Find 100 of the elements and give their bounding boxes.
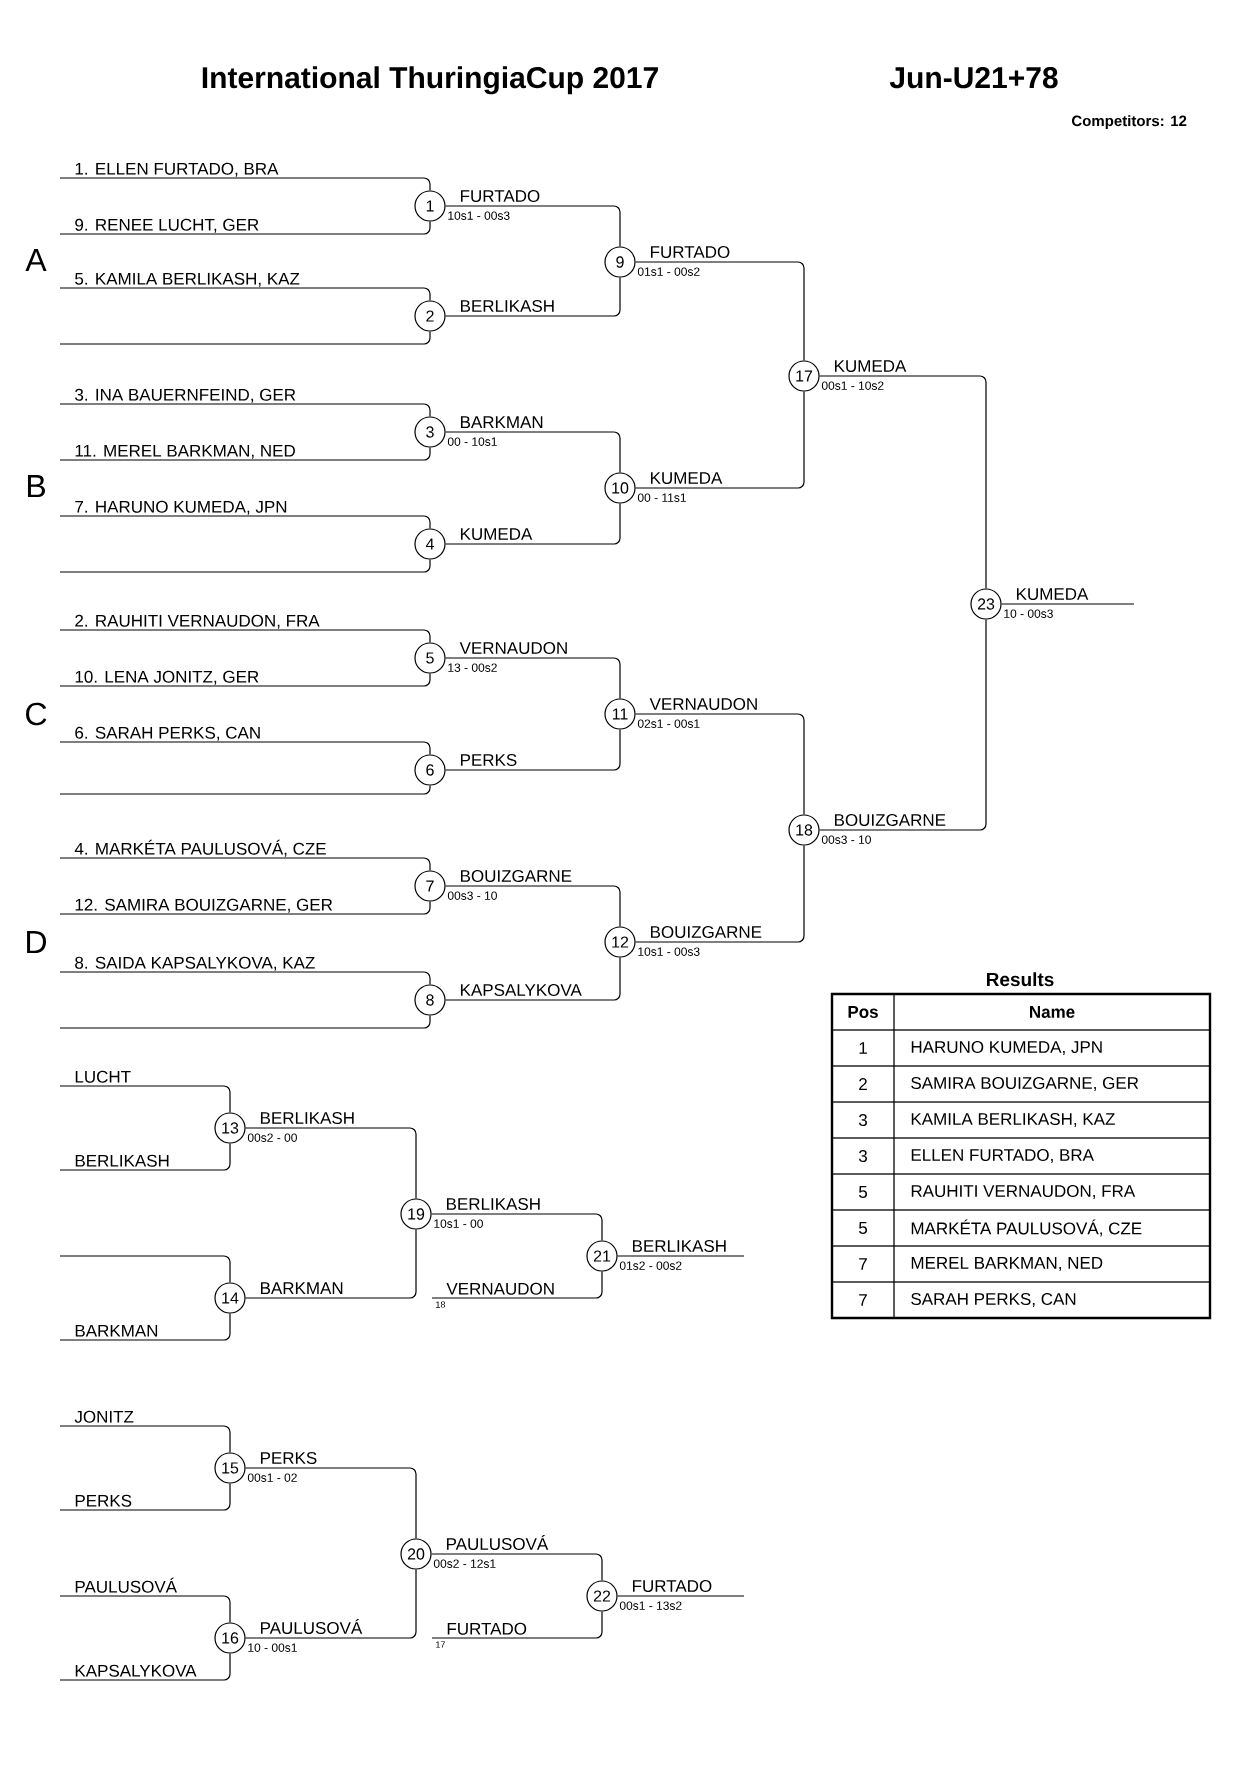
table-cell: 5 [831, 1173, 895, 1211]
player-name: 9. RENEE LUCHT, GER [75, 218, 259, 233]
bracket-line [59, 629, 431, 643]
winner-name: BERLIKASH [261, 1112, 354, 1124]
bracket-line [245, 1467, 417, 1539]
table-cell: 3 [831, 1101, 895, 1139]
bracket-line [431, 1213, 603, 1241]
bracket-line [59, 1653, 231, 1681]
bracket-line [59, 1015, 431, 1029]
winner-name: VERNAUDON [649, 698, 757, 710]
player-name: 11. MEREL BARKMAN, NED [75, 444, 295, 459]
winner-name: PERKS [261, 1452, 317, 1464]
bracket-line [431, 1271, 603, 1299]
bracket-line [445, 885, 621, 927]
winner-name: BERLIKASH [447, 1198, 540, 1210]
winner-name: BOUIZGARNE [835, 814, 946, 826]
bracket-line [445, 431, 621, 473]
bracket-line [59, 1313, 231, 1341]
bracket-line [59, 287, 431, 301]
bracket-line [445, 957, 621, 1001]
bracket-line [59, 447, 431, 461]
table-cell: 1 [831, 1029, 895, 1067]
player-name: BERLIKASH [75, 1154, 169, 1167]
bracket-line [245, 1229, 417, 1299]
bracket-line [445, 729, 621, 771]
pool-letter: C [26, 702, 47, 726]
category-label: Jun-U21+78 [889, 67, 1058, 89]
winner-name: BARKMAN [461, 416, 543, 428]
table-cell: HARUNO KUMEDA, JPN [893, 1029, 1211, 1067]
player-name: VERNAUDON [446, 1282, 554, 1295]
table-cell: MEREL BARKMAN, NED [893, 1245, 1211, 1283]
bracket-line [59, 331, 431, 345]
player-name: 1. ELLEN FURTADO, BRA [75, 162, 279, 177]
bracket-line [59, 1143, 231, 1171]
winner-name: BERLIKASH [461, 300, 554, 312]
winner-name: KUMEDA [835, 360, 907, 372]
bracket-line [445, 503, 621, 545]
player-name: 4. MARKÉTA PAULUSOVÁ, CZE [74, 839, 326, 857]
bracket-line [617, 1255, 745, 1257]
table-cell: SARAH PERKS, CAN [893, 1281, 1211, 1319]
bracket-line [59, 1085, 231, 1113]
bracket-line [59, 1255, 231, 1283]
bracket-line [445, 277, 621, 317]
bracket-line [59, 1483, 231, 1511]
bracket-line [819, 375, 987, 589]
player-name: 12. SAMIRA BOUIZGARNE, GER [75, 898, 333, 913]
table-cell: ELLEN FURTADO, BRA [893, 1137, 1211, 1175]
table-cell: RAUHITI VERNAUDON, FRA [893, 1173, 1211, 1211]
winner-name: FURTADO [461, 190, 540, 202]
table-cell: 3 [831, 1137, 895, 1175]
pool-letter: A [25, 249, 47, 271]
player-name: 8. SAIDA KAPSALYKOVA, KAZ [75, 956, 315, 971]
bracket-line [59, 971, 431, 985]
winner-name: PAULUSOVÁ [261, 1619, 363, 1634]
table-cell: KAMILA BERLIKASH, KAZ [893, 1101, 1211, 1139]
bracket-line [635, 261, 805, 361]
player-name: 3. INA BAUERNFEIND, GER [75, 388, 296, 403]
table-cell: 7 [831, 1281, 895, 1319]
bracket-line [59, 785, 431, 795]
pool-letter: D [27, 931, 47, 953]
bracket-line [59, 1425, 231, 1453]
player-name: FURTADO [447, 1622, 527, 1635]
winner-name: BERLIKASH [633, 1240, 726, 1252]
winner-name: PAULUSOVÁ [447, 1535, 549, 1550]
player-name: BARKMAN [75, 1324, 158, 1337]
player-name: 7. HARUNO KUMEDA, JPN [75, 500, 287, 515]
player-name: PAULUSOVÁ [75, 1577, 177, 1593]
bracket-line [635, 845, 805, 943]
winner-name: KUMEDA [461, 528, 533, 540]
player-name: 2. RAUHITI VERNAUDON, FRA [75, 614, 320, 629]
winner-name: FURTADO [651, 246, 730, 258]
player-name: 6. SARAH PERKS, CAN [75, 726, 260, 741]
bracket-line [59, 857, 431, 871]
winner-name: PERKS [461, 754, 517, 766]
player-name: LUCHT [75, 1070, 131, 1083]
table-cell: 2 [831, 1065, 895, 1103]
winner-name: VERNAUDON [459, 642, 567, 654]
winner-name: BARKMAN [261, 1282, 343, 1294]
bracket-line [59, 1595, 231, 1623]
bracket-line [59, 673, 431, 687]
table-header-cell: Name [893, 993, 1211, 1031]
winner-name: BOUIZGARNE [651, 926, 762, 938]
bracket-line [431, 1611, 603, 1639]
table-cell: SAMIRA BOUIZGARNE, GER [893, 1065, 1211, 1103]
winner-name: BOUIZGARNE [461, 870, 572, 882]
winner-name: KUMEDA [1017, 588, 1089, 600]
bracket-line [59, 741, 431, 755]
bracket-line [59, 403, 431, 417]
pool-letter: B [27, 475, 45, 497]
bracket-line [59, 515, 431, 529]
bracket-line [59, 177, 431, 191]
bracket-line [245, 1127, 417, 1199]
bracket-line [445, 205, 621, 247]
title: International ThuringiaCup 2017 [202, 66, 658, 95]
bracket-line [445, 657, 621, 699]
player-name: 5. KAMILA BERLIKASH, KAZ [75, 272, 300, 287]
bracket-line [617, 1595, 745, 1597]
winner-name: KUMEDA [651, 472, 723, 484]
table-cell: 5 [831, 1209, 895, 1247]
table-cell: 7 [831, 1245, 895, 1283]
